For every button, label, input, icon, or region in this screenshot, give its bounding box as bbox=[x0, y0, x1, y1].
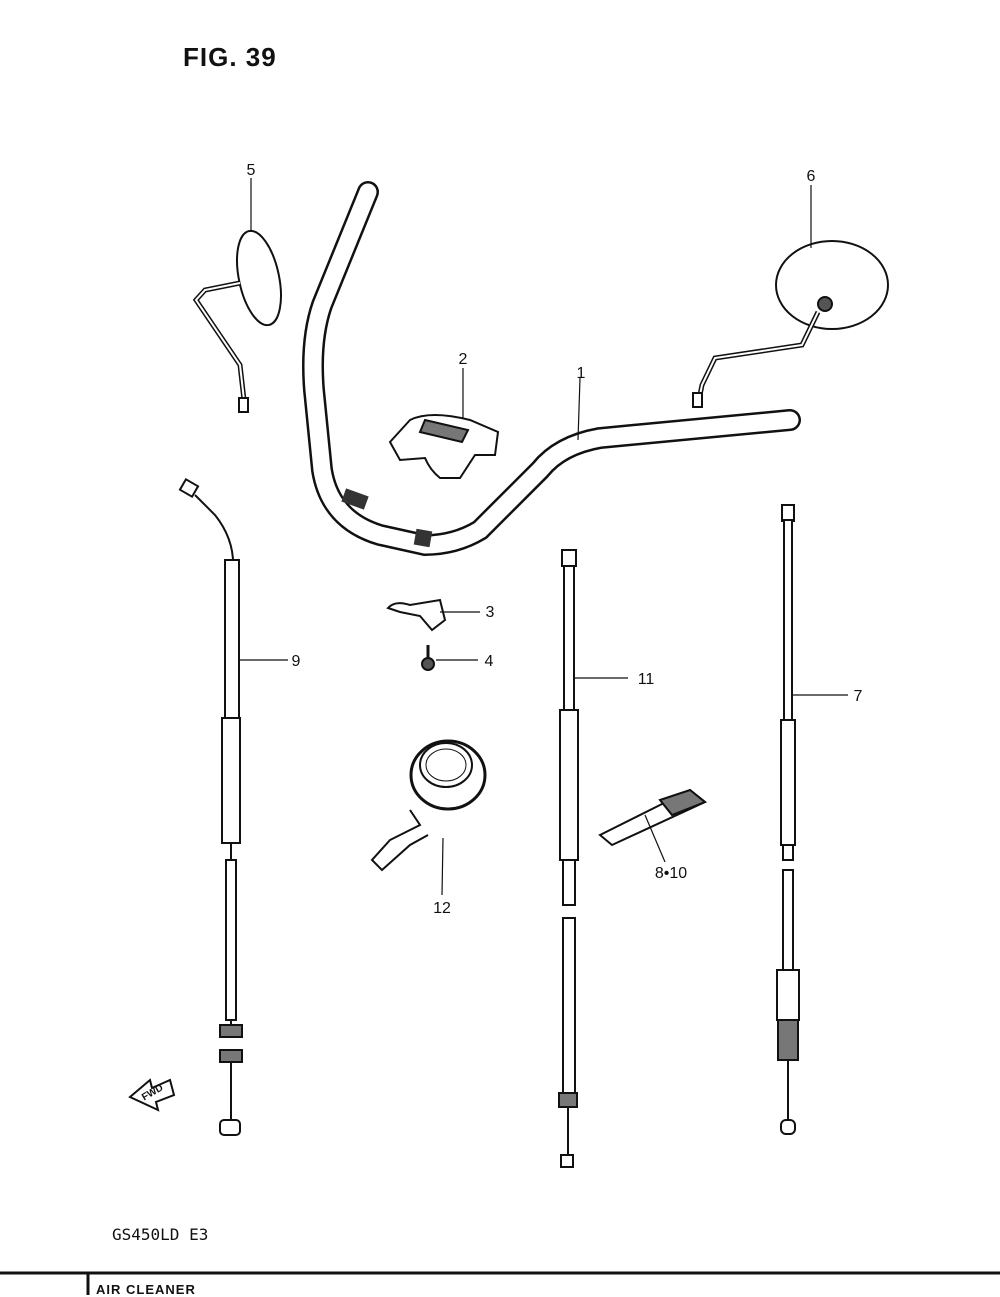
callout-11: 11 bbox=[638, 671, 655, 688]
handlebar-clamp-cover bbox=[388, 414, 500, 479]
mirror-left bbox=[192, 229, 282, 413]
callout-1: 1 bbox=[577, 365, 586, 382]
mirror-right bbox=[692, 240, 889, 408]
fwd-arrow bbox=[128, 1078, 176, 1112]
model-label: GS450LD E3 bbox=[112, 1225, 209, 1244]
callout-numbers: 1 2 3 4 5 6 7 8•10 9 11 12 bbox=[247, 162, 863, 917]
leader-lines bbox=[0, 178, 1000, 1295]
callout-7: 7 bbox=[854, 688, 863, 705]
screw bbox=[421, 645, 435, 671]
callout-2: 2 bbox=[459, 351, 468, 368]
footer-section-label: AIR CLEANER bbox=[96, 1282, 196, 1297]
bracket bbox=[386, 598, 447, 632]
cable-7 bbox=[776, 504, 800, 1135]
callout-5: 5 bbox=[247, 162, 256, 179]
cable-9 bbox=[178, 477, 243, 1136]
figure-title: FIG. 39 bbox=[183, 42, 277, 72]
meter-assembly bbox=[370, 739, 487, 872]
callout-8-10: 8•10 bbox=[655, 865, 687, 882]
callout-9: 9 bbox=[292, 653, 301, 670]
callout-3: 3 bbox=[486, 604, 495, 621]
strap bbox=[598, 788, 707, 847]
cable-11 bbox=[558, 549, 579, 1168]
callout-12: 12 bbox=[433, 900, 451, 917]
callout-4: 4 bbox=[485, 653, 494, 670]
callout-6: 6 bbox=[807, 168, 816, 185]
handlebar bbox=[302, 181, 801, 557]
